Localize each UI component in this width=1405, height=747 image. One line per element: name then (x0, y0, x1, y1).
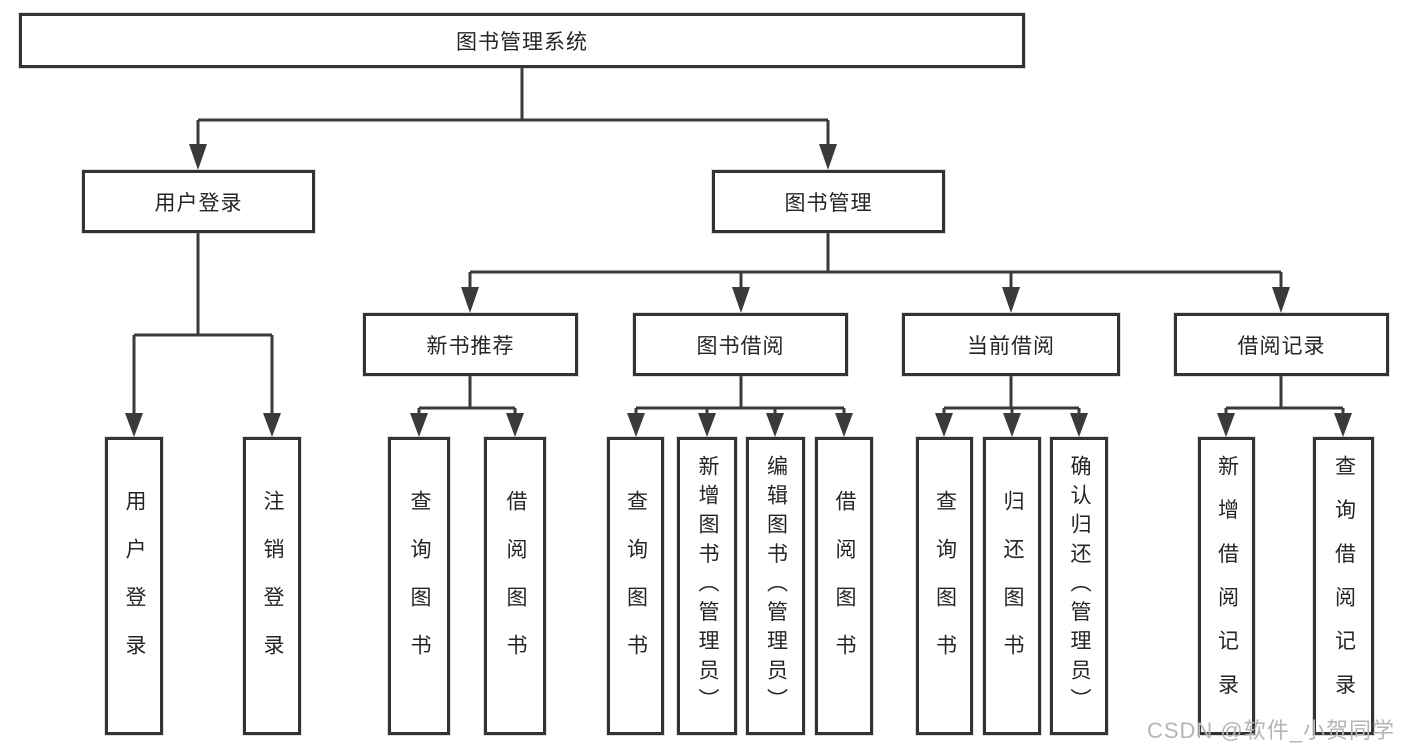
leaf-newbook-query-book: 查询图书 (388, 437, 450, 735)
leaf-current-confirm-return: 确认归还（管理员） (1050, 437, 1108, 735)
edges-user-login (125, 233, 281, 437)
leaf-records-add-record: 新增借阅记录 (1198, 437, 1255, 735)
node-user-login: 用户登录 (82, 170, 315, 233)
node-borrow-records-label: 借阅记录 (1237, 334, 1326, 358)
leaf-borrow-edit-book: 编辑图书（管理员） (746, 437, 805, 735)
node-book-borrow: 图书借阅 (633, 313, 848, 376)
leaf-user-login: 用户登录 (105, 437, 163, 735)
node-current-borrow: 当前借阅 (902, 313, 1120, 376)
leaf-current-return-book: 归还图书 (983, 437, 1041, 735)
node-root-label: 图书管理系统 (456, 30, 588, 54)
leaf-current-query-book-label: 查询图书 (933, 490, 957, 682)
edges-new-book-recommend (410, 376, 524, 437)
edges-book-management (461, 233, 1290, 313)
leaf-borrow-edit-book-label: 编辑图书（管理员） (764, 455, 788, 717)
leaf-current-query-book: 查询图书 (916, 437, 973, 735)
leaf-newbook-borrow-book-label: 借阅图书 (504, 490, 527, 682)
leaf-records-query-record-label: 查询借阅记录 (1332, 455, 1356, 717)
leaf-borrow-borrow-book-label: 借阅图书 (833, 490, 856, 682)
leaf-borrow-add-book: 新增图书（管理员） (677, 437, 737, 735)
leaf-borrow-query-book-label: 查询图书 (624, 490, 648, 682)
node-root: 图书管理系统 (19, 13, 1025, 68)
leaf-borrow-query-book: 查询图书 (607, 437, 664, 735)
leaf-records-add-record-label: 新增借阅记录 (1215, 455, 1239, 717)
node-new-book-recommend-label: 新书推荐 (426, 334, 515, 358)
node-book-management: 图书管理 (712, 170, 945, 233)
leaf-records-query-record: 查询借阅记录 (1313, 437, 1374, 735)
leaf-borrow-borrow-book: 借阅图书 (815, 437, 873, 735)
node-book-management-label: 图书管理 (784, 191, 873, 215)
edges-borrow-records (1217, 376, 1352, 437)
leaf-logout-label: 注销登录 (261, 490, 284, 682)
leaf-logout: 注销登录 (243, 437, 301, 735)
edges-book-borrow (627, 376, 853, 437)
leaf-user-login-label: 用户登录 (123, 490, 146, 682)
node-borrow-records: 借阅记录 (1174, 313, 1389, 376)
node-user-login-label: 用户登录 (154, 191, 243, 215)
edges-current-borrow (935, 376, 1088, 437)
leaf-newbook-borrow-book: 借阅图书 (484, 437, 546, 735)
leaf-newbook-query-book-label: 查询图书 (408, 490, 431, 682)
leaf-borrow-add-book-label: 新增图书（管理员） (696, 455, 719, 717)
leaf-current-confirm-return-label: 确认归还（管理员） (1068, 455, 1091, 717)
edges-root (189, 68, 837, 170)
node-current-borrow-label: 当前借阅 (967, 334, 1055, 358)
node-book-borrow-label: 图书借阅 (696, 334, 785, 358)
node-new-book-recommend: 新书推荐 (363, 313, 578, 376)
leaf-current-return-book-label: 归还图书 (1001, 490, 1024, 682)
